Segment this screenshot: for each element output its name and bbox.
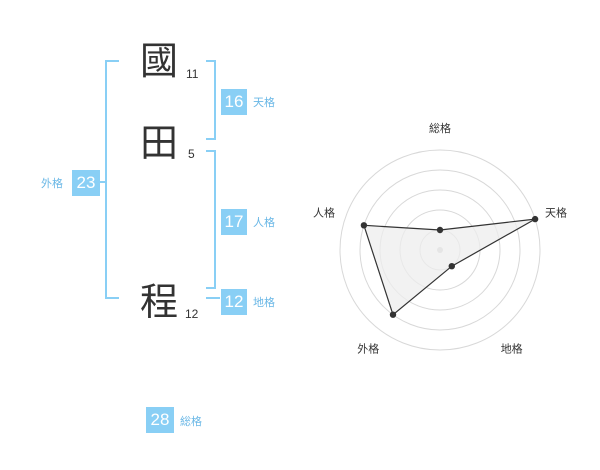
chikaku-label: 地格 — [253, 296, 275, 309]
jinkaku-bracket-bottom — [206, 287, 216, 289]
tenkaku-value-badge: 16 — [221, 89, 247, 115]
jinkaku-value-badge: 17 — [221, 209, 247, 235]
radar-point-4 — [389, 311, 397, 318]
radar-point-3 — [448, 263, 455, 270]
soukaku-label: 総格 — [180, 415, 202, 428]
radar-series — [360, 215, 539, 318]
jinkaku-label: 人格 — [253, 216, 275, 229]
stroke-count-1: 11 — [186, 67, 199, 81]
radar-axis-label-3: 地格 — [501, 342, 523, 356]
chikaku-connector — [206, 297, 220, 299]
stroke-count-2: 5 — [188, 147, 195, 161]
radar-grid-ring-5 — [339, 149, 541, 351]
gaikaku-connector — [98, 181, 106, 183]
gaikaku-value-badge: 23 — [72, 170, 100, 196]
soukaku-value-badge: 28 — [146, 407, 174, 433]
radar-grid-ring-4 — [359, 169, 521, 331]
gaikaku-bracket-vertical — [105, 60, 107, 299]
tenkaku-label: 天格 — [253, 96, 275, 109]
radar-point-1 — [436, 226, 444, 234]
radar-axis-label-1: 総格 — [429, 121, 451, 135]
tenkaku-bracket-vertical — [214, 60, 216, 140]
stroke-count-3: 12 — [185, 307, 199, 321]
radar-axis-label-5: 人格 — [313, 205, 335, 219]
chikaku-value-badge: 12 — [221, 289, 247, 315]
gaikaku-bracket-bottom — [105, 297, 119, 299]
radar-axis-label-4: 外格 — [357, 342, 379, 356]
radar-point-2 — [531, 215, 539, 223]
name-char-2: 田 — [140, 121, 179, 165]
name-char-1: 國 — [140, 39, 179, 83]
name-char-3: 程 — [140, 280, 179, 324]
radar-grid — [339, 149, 541, 351]
jinkaku-bracket-top — [206, 150, 216, 152]
tenkaku-bracket-top — [206, 60, 216, 62]
radar-point-5 — [360, 222, 368, 229]
tenkaku-bracket-bottom — [206, 138, 216, 140]
gaikaku-label: 外格 — [41, 177, 63, 190]
radar-axis-label-2: 天格 — [545, 205, 567, 219]
gaikaku-bracket-top — [105, 60, 119, 62]
jinkaku-bracket-vertical — [214, 150, 216, 289]
